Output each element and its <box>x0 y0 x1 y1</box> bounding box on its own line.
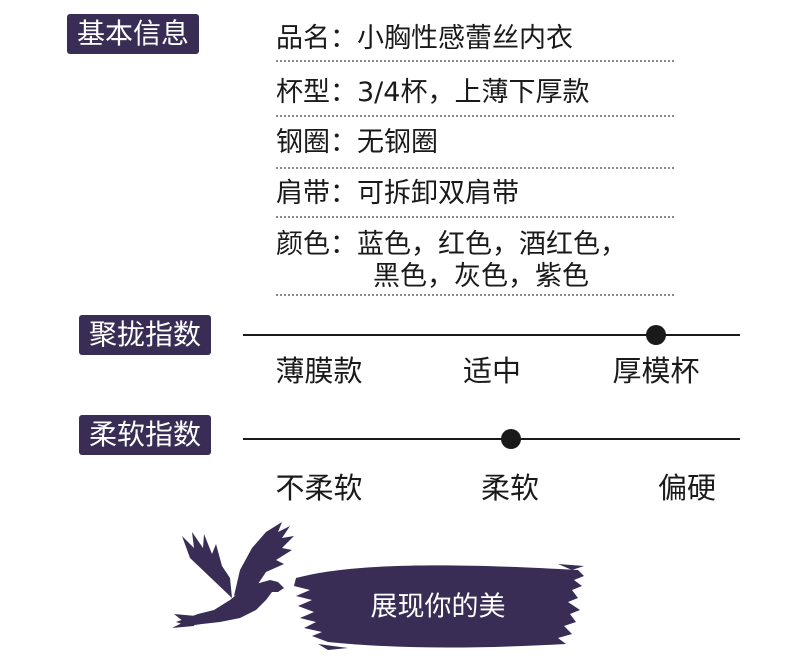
basic-info-tag: 基本信息 <box>67 14 200 54</box>
push-up-scale-line <box>243 334 740 336</box>
divider <box>276 294 674 296</box>
softness-label-not-soft: 不柔软 <box>275 471 363 505</box>
push-up-index-tag: 聚拢指数 <box>79 315 212 355</box>
colors-row-continued: 黑色，灰色，紫色 <box>373 261 589 292</box>
push-up-level-dot <box>645 325 666 345</box>
push-up-label-thick: 厚模杯 <box>612 354 700 388</box>
softness-index-tag: 柔软指数 <box>79 415 212 455</box>
slogan-text: 展现你的美 <box>370 591 506 623</box>
underwire-row: 钢圈：无钢圈 <box>276 127 438 158</box>
softness-level-dot <box>501 429 522 449</box>
product-name-row: 品名：小胸性感蕾丝内衣 <box>276 23 573 54</box>
cup-type-row: 杯型：3/4杯，上薄下厚款 <box>276 77 590 108</box>
softness-scale-line <box>243 438 740 440</box>
brush-stroke <box>294 564 584 650</box>
divider <box>276 216 674 218</box>
divider <box>276 167 674 169</box>
straps-row: 肩带：可拆卸双肩带 <box>276 178 519 209</box>
colors-row: 颜色：蓝色，红色，酒红色， <box>276 229 627 260</box>
dove-icon <box>172 522 294 628</box>
softness-label-firm: 偏硬 <box>657 471 717 505</box>
softness-label-soft: 柔软 <box>480 471 540 505</box>
push-up-label-medium: 适中 <box>462 354 522 388</box>
divider <box>276 60 674 62</box>
divider <box>276 115 674 117</box>
push-up-label-thin: 薄膜款 <box>275 354 363 388</box>
